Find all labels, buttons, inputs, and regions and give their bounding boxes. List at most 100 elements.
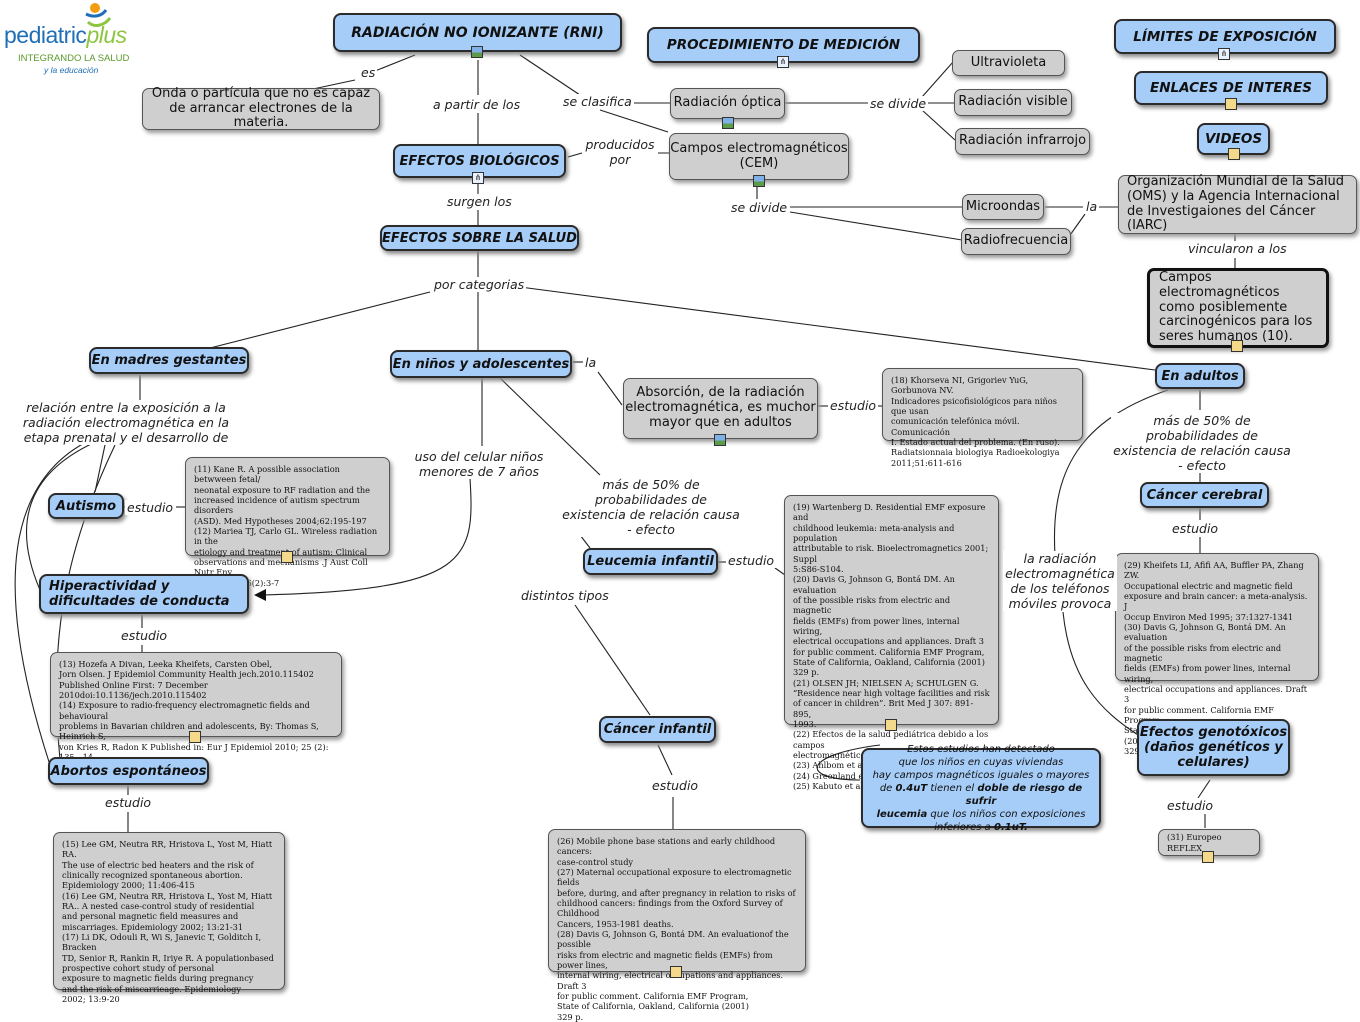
- label-estudio-cerebral: estudio: [1170, 521, 1221, 536]
- ref-leucemia-card[interactable]: (19) Wartenberg D. Residential EMF expos…: [784, 495, 999, 791]
- label-estudio-geno: estudio: [1165, 798, 1216, 813]
- ninos-label: En niños y adolescentes: [392, 356, 570, 372]
- label-estudio-absorcion: estudio: [828, 398, 879, 413]
- label-radiacion-celulares: la radiación electromagnética de los tel…: [1003, 551, 1117, 611]
- hiperactividad-label: Hiperactividad y dificultades de conduct…: [49, 579, 230, 609]
- oms-label: Organización Mundial de la Salud (OMS) y…: [1127, 173, 1344, 234]
- label-mas50-ninos: más de 50% de probabilidades de existenc…: [560, 477, 742, 537]
- label-a-partir: a partir de los: [431, 97, 523, 112]
- ref-cancer-infantil-card[interactable]: (26) Mobile phone base stations and earl…: [548, 829, 806, 1022]
- label-mas50-adultos: más de 50% de probabilidades de existenc…: [1111, 413, 1293, 473]
- infrarrojo-label: Radiación infrarrojo: [958, 133, 1087, 149]
- cancer-cerebral-node[interactable]: Cáncer cerebral: [1140, 482, 1269, 508]
- ref-autismo-card[interactable]: (11) Kane R. A possible association betw…: [185, 457, 390, 588]
- autismo-node[interactable]: Autismo: [48, 493, 124, 519]
- ref-abortos-card[interactable]: (15) Lee GM, Neutra RR, Hristova L, Yost…: [53, 832, 285, 1004]
- onda-node[interactable]: Onda o partícula que no es capaz de arra…: [142, 85, 380, 131]
- absorcion-node[interactable]: Absorción, de la radiación electromagnét…: [623, 378, 818, 439]
- callout-line-4-mid: tienen el: [927, 782, 978, 794]
- leucemia-callout[interactable]: Estos estudios han detectado que los niñ…: [861, 744, 1101, 833]
- ninos-node[interactable]: En niños y adolescentes: [390, 350, 572, 378]
- logo-brand-accent: plus: [86, 22, 127, 48]
- image-icon[interactable]: [722, 117, 734, 129]
- ref-cerebral-card[interactable]: (29) Kheifets LI, Afifi AA, Buffler PA, …: [1115, 553, 1319, 756]
- ref-hiper-card[interactable]: (13) Hozefa A Divan, Leeka Kheifets, Car…: [50, 652, 342, 762]
- infrarrojo-node[interactable]: Radiación infrarrojo: [955, 128, 1090, 155]
- label-estudio-abortos: estudio: [103, 795, 154, 810]
- callout-line-4-b2: doble de riesgo de sufrir: [965, 782, 1083, 807]
- limites-label: LÍMITES DE EXPOSICIÓN: [1133, 28, 1317, 45]
- callout-line-2: que los niños en cuyas viviendas: [898, 756, 1064, 768]
- callout-line-5: leucemia que los niños con exposiciones: [877, 808, 1086, 821]
- label-se-divide-1: se divide: [868, 96, 929, 111]
- uv-label: Ultravioleta: [970, 54, 1047, 70]
- callout-line-6: inferiores a 0.1uT.: [934, 821, 1028, 834]
- madres-node[interactable]: En madres gestantes: [89, 347, 249, 374]
- callout-line-4-b1: 0.4uT: [895, 782, 928, 794]
- ref-autismo-text: (11) Kane R. A possible association betw…: [194, 464, 378, 588]
- ref-absorcion-card[interactable]: (18) Khorseva NI, Grigoriev YuG, Gorbuno…: [882, 368, 1083, 468]
- note-icon[interactable]: [189, 731, 201, 743]
- optica-label: Radiación óptica: [673, 95, 782, 111]
- logo-figure-icon: [85, 3, 112, 27]
- logo-subtagline: y la educación: [44, 65, 99, 75]
- note-icon[interactable]: [281, 551, 293, 563]
- image-icon[interactable]: [471, 46, 483, 58]
- logo-tagline: INTEGRANDO LA SALUD: [18, 53, 130, 64]
- adultos-node[interactable]: En adultos: [1155, 363, 1245, 389]
- hiperactividad-node[interactable]: Hiperactividad y dificultades de conduct…: [39, 574, 249, 614]
- ref-cancer-infantil-text: (26) Mobile phone base stations and earl…: [557, 836, 796, 1022]
- enlaces-label: ENLACES DE INTERES: [1150, 80, 1312, 96]
- visible-node[interactable]: Radiación visible: [954, 89, 1072, 116]
- oms-node[interactable]: Organización Mundial de la Salud (OMS) y…: [1118, 173, 1357, 234]
- onda-label: Onda o partícula que no es capaz de arra…: [151, 85, 371, 131]
- label-estudio-autismo: estudio: [125, 500, 176, 515]
- ref-geno-text: (31) Europeo REFLEX: [1167, 832, 1222, 853]
- efectos-biologicos-label: EFECTOS BIOLÓGICOS: [399, 153, 560, 169]
- campos-carcinogenicos-node[interactable]: Campos electromagnéticos como posiblemen…: [1147, 268, 1329, 348]
- note-icon[interactable]: [670, 966, 682, 978]
- abortos-node[interactable]: Abortos espontáneos: [48, 757, 209, 785]
- note-icon[interactable]: [1225, 98, 1237, 110]
- leucemia-node[interactable]: Leucemia infantil: [583, 548, 718, 575]
- callout-line-4: de 0.4uT tienen el doble de riesgo de su…: [871, 782, 1091, 808]
- radiofrecuencia-node[interactable]: Radiofrecuencia: [961, 228, 1071, 255]
- rni-label: RADIACIÓN NO IONIZANTE (RNI): [351, 24, 604, 41]
- note-icon[interactable]: [1231, 340, 1243, 352]
- note-icon[interactable]: [1228, 148, 1240, 160]
- label-relacion: relación entre la exposición a la radiac…: [6, 400, 246, 445]
- cancer-infantil-node[interactable]: Cáncer infantil: [599, 716, 716, 743]
- label-se-divide-2: se divide: [729, 200, 790, 215]
- note-icon[interactable]: [1202, 851, 1214, 863]
- label-la-1: la: [1084, 199, 1100, 214]
- efectos-biologicos-node[interactable]: EFECTOS BIOLÓGICOS: [393, 144, 566, 178]
- concept-map-icon[interactable]: ⋔: [777, 56, 789, 68]
- autismo-label: Autismo: [55, 498, 117, 514]
- radiofrecuencia-label: Radiofrecuencia: [963, 233, 1069, 249]
- label-estudio-leucemia: estudio: [726, 553, 777, 568]
- concept-map-icon[interactable]: ⋔: [1218, 48, 1230, 60]
- microondas-label: Microondas: [965, 198, 1041, 214]
- callout-line-5-b: leucemia: [876, 808, 928, 820]
- rni-node[interactable]: RADIACIÓN NO IONIZANTE (RNI): [333, 13, 622, 52]
- genotoxicos-node[interactable]: Efectos genotóxicos (daños genéticos y c…: [1137, 719, 1290, 776]
- microondas-node[interactable]: Microondas: [962, 194, 1044, 220]
- procedimiento-label: PROCEDIMIENTO DE MEDICIÓN: [666, 37, 901, 53]
- image-icon[interactable]: [753, 175, 765, 187]
- genotoxicos-label: Efectos genotóxicos (daños genéticos y c…: [1139, 725, 1288, 770]
- cem-node[interactable]: Campos electromagnéticos (CEM): [669, 133, 849, 180]
- note-icon[interactable]: [885, 719, 897, 731]
- logo-brand-main: pediatric: [4, 22, 87, 48]
- label-es: es: [359, 65, 378, 80]
- optica-node[interactable]: Radiación óptica: [670, 88, 785, 119]
- concept-map-icon[interactable]: ⋔: [472, 172, 484, 184]
- absorcion-label: Absorción, de la radiación electromagnét…: [625, 385, 816, 430]
- pediatricplus-logo: pediatricplus INTEGRANDO LA SALUD y la e…: [2, 0, 147, 80]
- uv-node[interactable]: Ultravioleta: [952, 50, 1065, 76]
- efectos-salud-node[interactable]: EFECTOS SOBRE LA SALUD: [380, 225, 579, 251]
- campos-carcinogenicos-label: Campos electromagnéticos como posiblemen…: [1159, 269, 1313, 345]
- ref-abortos-text: (15) Lee GM, Neutra RR, Hristova L, Yost…: [62, 839, 274, 1004]
- callout-line-4-pre: de: [879, 782, 896, 794]
- ref-absorcion-text: (18) Khorseva NI, Grigoriev YuG, Gorbuno…: [891, 375, 1060, 468]
- image-icon[interactable]: [714, 434, 726, 446]
